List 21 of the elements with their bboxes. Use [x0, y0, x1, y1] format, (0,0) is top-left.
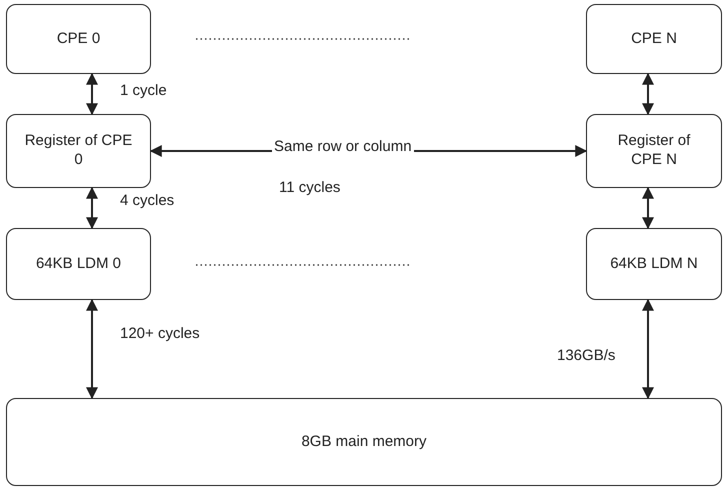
memory-box: [6, 398, 722, 486]
box-label: CPE 0: [56, 30, 100, 48]
double-arrow: [86, 186, 98, 230]
double-arrow: [86, 72, 98, 116]
box-label: 64KB LDM N: [610, 254, 698, 274]
double-arrow: [86, 298, 98, 400]
process-box: [6, 4, 151, 74]
process-box: [586, 228, 722, 300]
box-label: CPE N: [631, 30, 677, 48]
process-box: [6, 114, 151, 188]
double-arrow: [642, 186, 654, 230]
box-label: 64KB LDM 0: [36, 254, 122, 274]
double-arrow: [642, 72, 654, 116]
double-arrow: [642, 298, 654, 400]
process-box: [6, 228, 151, 300]
latency-label: 11 cycles: [279, 178, 340, 198]
process-box: [586, 4, 722, 74]
box-label: 8GB main memory: [301, 432, 427, 452]
box-label: Register of CPE 0: [24, 132, 134, 170]
box-label: Register of CPE N: [616, 132, 692, 170]
process-box: [586, 114, 722, 188]
